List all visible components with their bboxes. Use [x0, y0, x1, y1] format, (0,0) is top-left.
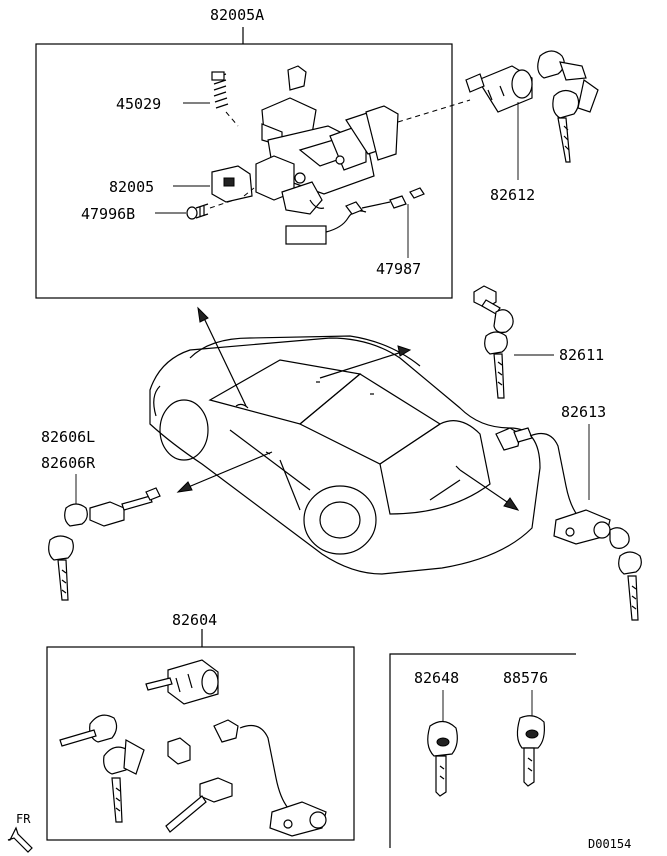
wire-harness-part — [285, 187, 425, 245]
door-lock-cylinder-82606 — [48, 487, 161, 601]
label-88576: 88576 — [503, 669, 548, 687]
label-fr: FR — [16, 812, 31, 826]
label-47996B: 47996B — [81, 205, 135, 223]
screw-part — [186, 199, 235, 220]
lock-cylinder-82611-group: 82611 — [473, 285, 604, 399]
switch-part-82005 — [211, 165, 255, 203]
ignition-switch-assembly-group: 82005A 45029 82005 — [35, 6, 471, 299]
label-47987: 47987 — [376, 260, 421, 278]
label-82612: 82612 — [490, 186, 535, 204]
label-82005A: 82005A — [210, 6, 264, 24]
lock-cylinder-82612-group: 82612 — [465, 50, 599, 204]
lock-cylinder-set-parts — [59, 659, 327, 837]
front-direction-indicator: FR — [7, 812, 33, 853]
lock-cylinder-82612 — [465, 65, 533, 113]
label-82613: 82613 — [561, 403, 606, 421]
label-45029: 45029 — [116, 95, 161, 113]
label-82005: 82005 — [109, 178, 154, 196]
diagram-code: D00154 — [588, 837, 631, 851]
lock-set-82604-group: 82604 — [46, 611, 355, 841]
label-82604: 82604 — [172, 611, 217, 629]
vehicle-illustration — [149, 306, 541, 575]
tailgate-lock-82613-group: 82613 — [495, 403, 642, 621]
key-82648 — [427, 720, 458, 797]
label-82611: 82611 — [559, 346, 604, 364]
front-arrow-icon — [7, 826, 33, 853]
label-82606L: 82606L — [41, 428, 95, 446]
key-pair-82612 — [537, 50, 599, 163]
label-82648: 82648 — [414, 669, 459, 687]
door-lock-82606-group: 82606L 82606R — [41, 428, 161, 601]
tailgate-lock-82613 — [495, 427, 642, 621]
spring-part — [211, 71, 239, 127]
key-88576 — [516, 715, 545, 787]
ignition-switch-body — [255, 65, 471, 215]
key-blanks-group: 82648 88576 — [389, 653, 576, 848]
label-82606R: 82606R — [41, 454, 96, 472]
assembly-box-bottom — [46, 646, 355, 841]
lock-cylinder-82611 — [473, 285, 514, 399]
assembly-box-top — [35, 43, 453, 299]
